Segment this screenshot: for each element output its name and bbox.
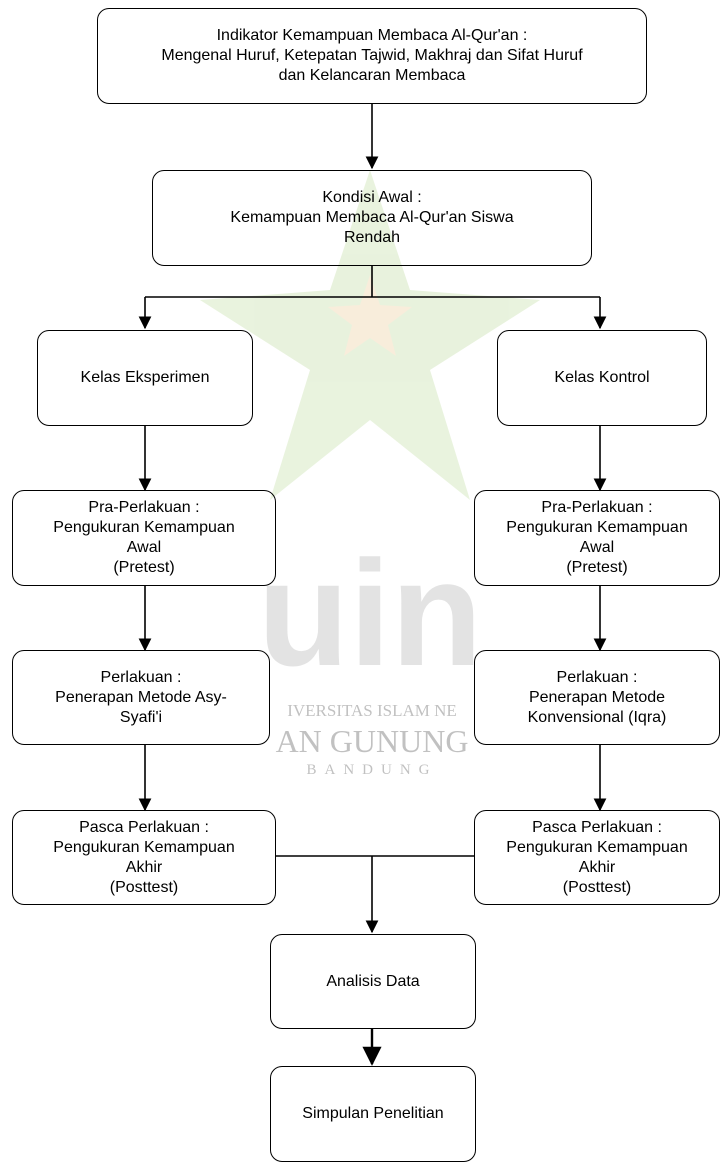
node-text-line: Perlakuan : [100, 668, 182, 686]
node-text-line: Pengukuran Kemampuan [53, 838, 235, 856]
node-text-line: Awal [579, 539, 615, 556]
node-text-line: (Posttest) [109, 878, 179, 896]
node-text-line: Pra-Perlakuan : [88, 499, 200, 516]
node-text-line: Penerapan Metode [528, 688, 666, 706]
node-text-line: (Posttest) [562, 878, 632, 896]
node-text-line: Simpulan Penelitian [302, 1105, 444, 1122]
node-text-line: Awal [126, 539, 162, 556]
node-text-line: Rendah [343, 229, 401, 246]
node-analysis: Analisis Data [270, 934, 476, 1029]
node-text-line: dan Kelancaran Membaca [278, 67, 466, 84]
node-experiment-treatment: Perlakuan : Penerapan Metode Asy- Syafi'i [12, 650, 270, 745]
watermark-star-shape-inner [328, 275, 412, 356]
node-text-line: Kelas Kontrol [554, 369, 650, 386]
node-text-line: Akhir [125, 858, 163, 876]
node-text-line: Pengukuran Kemampuan [53, 519, 235, 536]
node-text-line: (Pretest) [566, 559, 628, 576]
watermark-line-3: BANDUNG [307, 762, 438, 778]
node-control-class: Kelas Kontrol [497, 330, 707, 426]
watermark-line-1: IVERSITAS ISLAM NE [287, 701, 457, 720]
node-text-line: Kelas Eksperimen [80, 369, 210, 386]
node-text-line: Pra-Perlakuan : [541, 499, 653, 516]
node-experiment-class: Kelas Eksperimen [37, 330, 253, 426]
node-text-line: Pengukuran Kemampuan [506, 519, 688, 536]
watermark-line-2: AN GUNUNG [276, 723, 469, 759]
node-text-line: Akhir [578, 858, 616, 876]
node-text-line: Penerapan Metode Asy- [55, 688, 227, 706]
node-indicator: Indikator Kemampuan Membaca Al-Qur'an : M… [97, 8, 647, 104]
node-text-line: Analisis Data [326, 972, 420, 990]
node-text-line: Pasca Perlakuan : [532, 818, 662, 836]
node-text-line: Mengenal Huruf, Ketepatan Tajwid, Makhra… [161, 47, 583, 64]
node-text-line: Pengukuran Kemampuan [506, 838, 688, 856]
node-text-line: Perlakuan : [556, 668, 638, 686]
node-text-line: Indikator Kemampuan Membaca Al-Qur'an : [216, 27, 528, 44]
node-text-line: Konvensional (Iqra) [527, 708, 667, 726]
node-text-line: Kemampuan Membaca Al-Qur'an Siswa [230, 209, 514, 226]
node-initial-condition: Kondisi Awal : Kemampuan Membaca Al-Qur'a… [152, 170, 592, 266]
node-text-line: Syafi'i [119, 708, 163, 726]
node-text-line: (Pretest) [113, 559, 175, 576]
node-text-line: Pasca Perlakuan : [79, 818, 209, 836]
watermark-logo-text: uin [258, 529, 483, 697]
watermark-star-shape [200, 170, 540, 500]
node-text-line: Kondisi Awal : [322, 189, 422, 206]
node-conclusion: Simpulan Penelitian [270, 1066, 476, 1162]
